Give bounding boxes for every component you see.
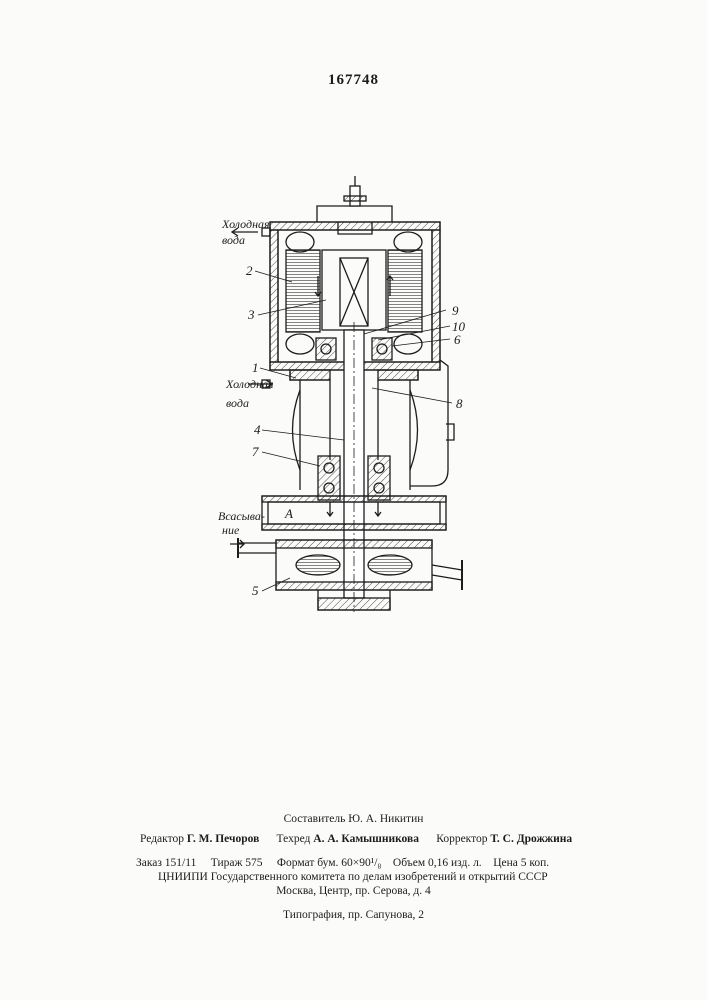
label-suction-1: Всасыва- — [218, 509, 265, 523]
label-num-2: 2 — [246, 263, 253, 278]
volume: Объем 0,16 изд. л. — [393, 857, 482, 869]
label-cold-water-out-1: Холодная — [221, 217, 270, 231]
label-cold-water-in-2: вода — [226, 396, 249, 410]
printer-line: Типография, пр. Сапунова, 2 — [0, 908, 707, 922]
label-num-7: 7 — [252, 444, 259, 459]
corrector-name: Т. С. Дрожжина — [490, 833, 572, 845]
editor-label: Редактор — [140, 833, 184, 845]
institute-line: ЦНИИПИ Государственного комитета по дела… — [158, 870, 548, 884]
print-run: Тираж 575 — [211, 857, 263, 869]
label-num-3: 3 — [247, 307, 255, 322]
paper-format: Формат бум. 60×90¹/₈ — [277, 857, 382, 869]
label-cold-water-in-1: Холодная — [225, 377, 274, 391]
label-num-9: 9 — [452, 303, 459, 318]
label-suction-2: ние — [222, 523, 240, 537]
label-cold-water-out-2: вода — [222, 233, 245, 247]
techred-name: А. А. Камышникова — [313, 833, 419, 845]
techred-label: Техред — [277, 833, 311, 845]
label-num-4: 4 — [254, 422, 261, 437]
label-num-5: 5 — [252, 583, 259, 598]
staff-line: Редактор Г. М. Печоров Техред А. А. Камы… — [140, 832, 572, 846]
label-num-6: 6 — [454, 332, 461, 347]
label-num-1: 1 — [252, 360, 259, 375]
editor-name: Г. М. Печоров — [187, 833, 259, 845]
order-number: Заказ 151/11 — [136, 857, 196, 869]
compressor-drawing: Холодная вода Холодная вода Всасыва- ние… — [0, 0, 707, 640]
address-line: Москва, Центр, пр. Серова, д. 4 — [0, 884, 707, 898]
label-cavity-a: А — [284, 506, 293, 521]
compiler-line: Составитель Ю. А. Никитин — [0, 812, 707, 826]
order-line: Заказ 151/11 Тираж 575 Формат бум. 60×90… — [136, 856, 549, 870]
label-num-8: 8 — [456, 396, 463, 411]
housing-outline — [230, 176, 462, 612]
corrector-label: Корректор — [436, 833, 487, 845]
price: Цена 5 коп. — [493, 857, 549, 869]
